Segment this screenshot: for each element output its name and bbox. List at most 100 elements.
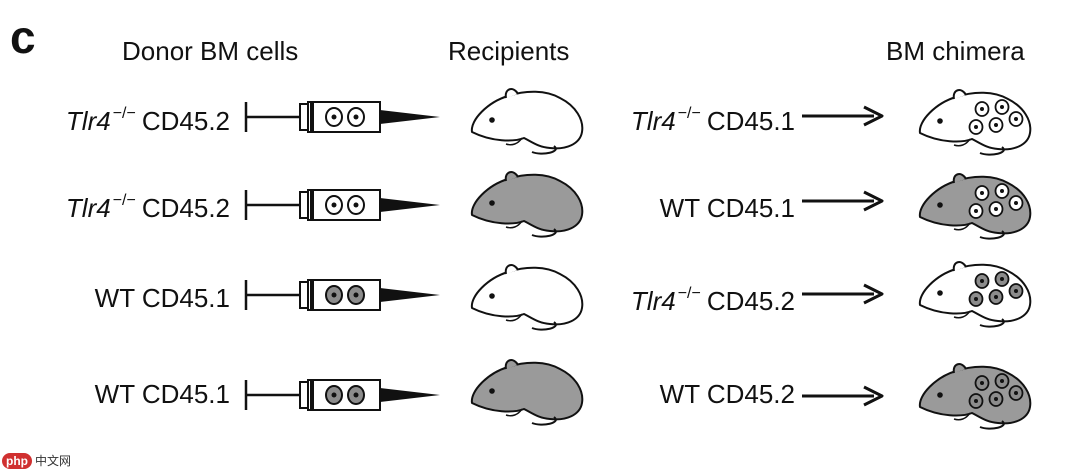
syringe-icon: [244, 101, 440, 133]
cell-nucleus: [353, 392, 359, 398]
cell-nucleus: [353, 202, 359, 208]
recipient-label-row-4: WT CD45.2: [652, 372, 795, 409]
cell-nucleus: [331, 292, 337, 298]
donor-label-row-2: Tlr4−/− CD45.2: [66, 186, 230, 223]
recipient-gene: Tlr4: [630, 286, 676, 316]
mouse-tail: [979, 146, 1005, 156]
right-arrow-icon: [802, 385, 884, 407]
syringe-barrel: [307, 279, 381, 311]
watermark-text: 中文网: [35, 454, 72, 468]
donor-gene: Tlr4: [65, 106, 111, 136]
recipient-label-row-1: Tlr4−/−CD45.1: [631, 99, 795, 136]
cell-nucleus: [331, 202, 337, 208]
mouse-tail: [531, 228, 557, 238]
recipient-genotype-superscript: −/−: [677, 285, 701, 302]
mouse-eye: [937, 118, 943, 124]
donor-genotype-superscript: −/−: [112, 192, 136, 209]
plunger-stopper: [310, 190, 314, 220]
plunger-stopper: [310, 380, 314, 410]
mouse-tail: [979, 230, 1005, 240]
mouse-leg: [953, 412, 971, 421]
mouse-eye: [937, 290, 943, 296]
mouse-leg: [505, 137, 523, 146]
donor-genotype-superscript: −/−: [112, 105, 136, 122]
mouse-icon: [470, 264, 584, 331]
plunger-stopper: [310, 280, 314, 310]
mouse-icon: [918, 363, 1032, 430]
mouse-tail: [979, 420, 1005, 430]
right-arrow-icon: [802, 105, 884, 127]
mouse-ear: [952, 173, 967, 184]
arrow-head: [863, 385, 884, 407]
cell-nucleus: [994, 123, 998, 127]
syringe-needle: [380, 388, 440, 402]
recipient-genotype-superscript: −/−: [677, 105, 701, 122]
cell-nucleus: [994, 295, 998, 299]
header-donor-bm-cells: Donor BM cells: [122, 36, 299, 66]
mouse-icon: [918, 261, 1032, 328]
mouse-ear: [504, 359, 519, 370]
cell-nucleus: [1014, 201, 1018, 205]
cell-nucleus: [980, 381, 984, 385]
donor-marker: CD45.2: [141, 193, 230, 223]
mouse-leg: [505, 313, 523, 322]
cell-nucleus: [1014, 391, 1018, 395]
cell-nucleus: [1000, 105, 1004, 109]
mouse-icon: [918, 173, 1032, 240]
syringe-needle: [380, 288, 440, 302]
syringe-barrel: [307, 379, 381, 411]
watermark-logo: php: [2, 453, 32, 469]
recipient-label-row-2: WT CD45.1: [652, 186, 795, 223]
header-recipients: Recipients: [448, 36, 570, 66]
mouse-body: [470, 266, 584, 326]
mouse-body: [470, 361, 584, 421]
cell-nucleus: [1000, 277, 1004, 281]
recipient-marker: CD45.2: [706, 286, 795, 316]
mouse-body: [470, 90, 584, 150]
syringe-barrel: [307, 101, 381, 133]
cell-nucleus: [980, 279, 984, 283]
cell-nucleus: [1014, 289, 1018, 293]
mouse-icon: [470, 171, 584, 238]
mouse-eye: [489, 388, 495, 394]
cell-nucleus: [974, 297, 978, 301]
arrow-head: [863, 105, 884, 127]
right-arrow-icon: [802, 283, 884, 305]
mouse-eye: [489, 293, 495, 299]
cell-nucleus: [980, 191, 984, 195]
plunger-seal: [299, 281, 309, 309]
recipient-label-row-3: Tlr4−/− CD45.2: [631, 279, 795, 316]
mouse-icon: [470, 359, 584, 426]
mouse-ear: [952, 363, 967, 374]
mouse-eye: [937, 392, 943, 398]
mouse-tail: [979, 318, 1005, 328]
header-bm-chimera: BM chimera: [886, 36, 1025, 66]
cell-nucleus: [1000, 189, 1004, 193]
mouse-icon: [918, 89, 1032, 156]
plunger-seal: [299, 191, 309, 219]
syringe-icon: [244, 189, 440, 221]
donor-gene: Tlr4: [65, 193, 111, 223]
recipient-marker: WT CD45.1: [659, 193, 795, 223]
arrow-head: [863, 283, 884, 305]
syringe-icon: [244, 379, 440, 411]
mouse-tail: [531, 145, 557, 155]
cell-nucleus: [994, 397, 998, 401]
cell-nucleus: [974, 399, 978, 403]
cell-nucleus: [331, 114, 337, 120]
donor-marker: CD45.2: [141, 106, 230, 136]
mouse-leg: [953, 222, 971, 231]
mouse-ear: [952, 261, 967, 272]
cell-nucleus: [980, 107, 984, 111]
syringe-barrel: [307, 189, 381, 221]
mouse-ear: [504, 88, 519, 99]
cell-nucleus: [353, 292, 359, 298]
cell-nucleus: [974, 209, 978, 213]
cell-nucleus: [1000, 379, 1004, 383]
mouse-leg: [953, 138, 971, 147]
panel-letter: c: [10, 11, 36, 63]
arrow-head: [863, 190, 884, 212]
mouse-leg: [505, 408, 523, 417]
mouse-body: [470, 173, 584, 233]
